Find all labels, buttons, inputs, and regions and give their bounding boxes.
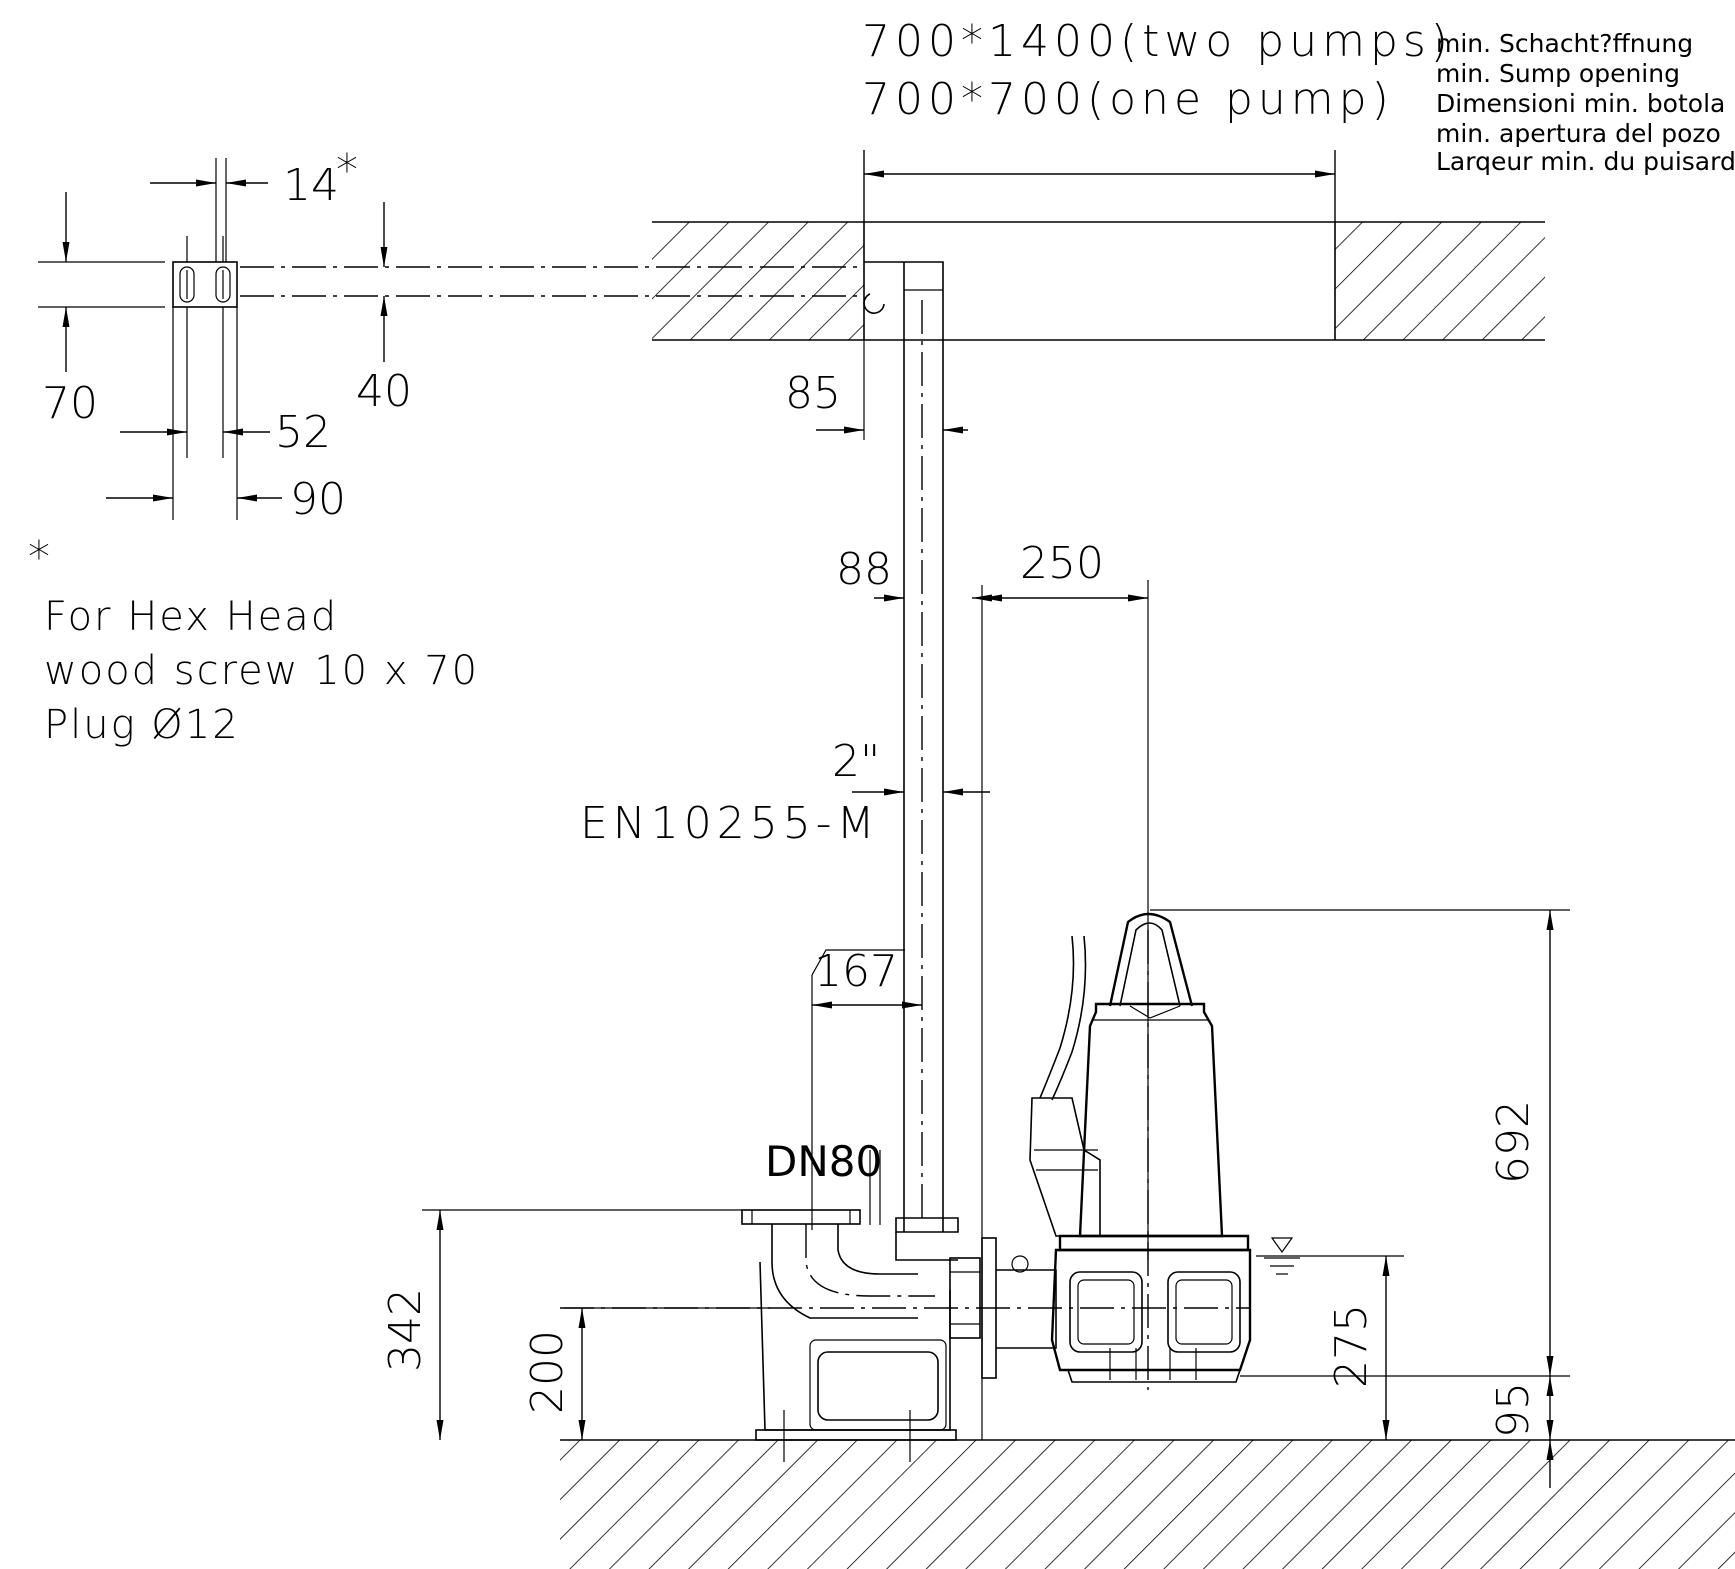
- dim-200: 200: [522, 1330, 573, 1414]
- pipe-dimensions: 85 88 250 2" EN10255-M 167 DN80: [580, 340, 1149, 1260]
- dim-692: 692: [1488, 1100, 1539, 1184]
- opening-one-pump: 700*700(one pump): [862, 74, 1394, 125]
- dim-85: 85: [785, 368, 841, 419]
- dim-95: 95: [1488, 1382, 1539, 1438]
- dim-40: 40: [356, 366, 412, 417]
- dim-275: 275: [1326, 1304, 1377, 1388]
- sump-cover-slab: [652, 221, 1545, 341]
- opening-label-it: Dimensioni min. botola: [1436, 89, 1725, 118]
- opening-label-de: min. Schacht?ffnung: [1436, 29, 1693, 58]
- water-level-symbol: [1264, 1237, 1300, 1275]
- footnote: * For Hex Head wood screw 10 x 70 Plug Ø…: [28, 532, 479, 748]
- dim-90: 90: [290, 474, 346, 525]
- footnote-line-1: For Hex Head: [44, 594, 338, 640]
- sump-floor: [560, 1439, 1735, 1569]
- guide-pipe: [863, 261, 959, 1261]
- dim-250: 250: [1020, 538, 1104, 589]
- dim-70: 70: [42, 378, 98, 429]
- footnote-line-3: Plug Ø12: [44, 702, 240, 748]
- opening-label-fr: Larqeur min. du puisard: [1436, 147, 1735, 176]
- dim-52: 52: [275, 407, 331, 458]
- opening-label-en: min. Sump opening: [1436, 59, 1680, 88]
- footnote-line-2: wood screw 10 x 70: [44, 648, 479, 694]
- bracket-detail: 14 * 70 40 52 90: [38, 145, 860, 525]
- footnote-marker: *: [28, 532, 50, 583]
- dim-14-asterisk: *: [336, 145, 358, 196]
- dim-14: 14: [283, 160, 339, 211]
- opening-dimension: 700*1400(two pumps) 700*700(one pump) mi…: [862, 16, 1735, 222]
- connection-size: DN80: [765, 1137, 882, 1186]
- pump-unit: [996, 912, 1252, 1390]
- opening-label-es: min. apertura del pozo: [1436, 119, 1721, 148]
- duckfoot-bend: [560, 1209, 1250, 1462]
- pipe-size: 2": [832, 736, 880, 787]
- dim-342: 342: [380, 1288, 431, 1372]
- pipe-standard: EN10255-M: [580, 798, 880, 849]
- dim-167: 167: [814, 946, 898, 997]
- opening-two-pumps: 700*1400(two pumps): [862, 16, 1453, 67]
- dim-88: 88: [836, 544, 892, 595]
- height-dimensions: 342 200 692 275 95: [380, 909, 1570, 1488]
